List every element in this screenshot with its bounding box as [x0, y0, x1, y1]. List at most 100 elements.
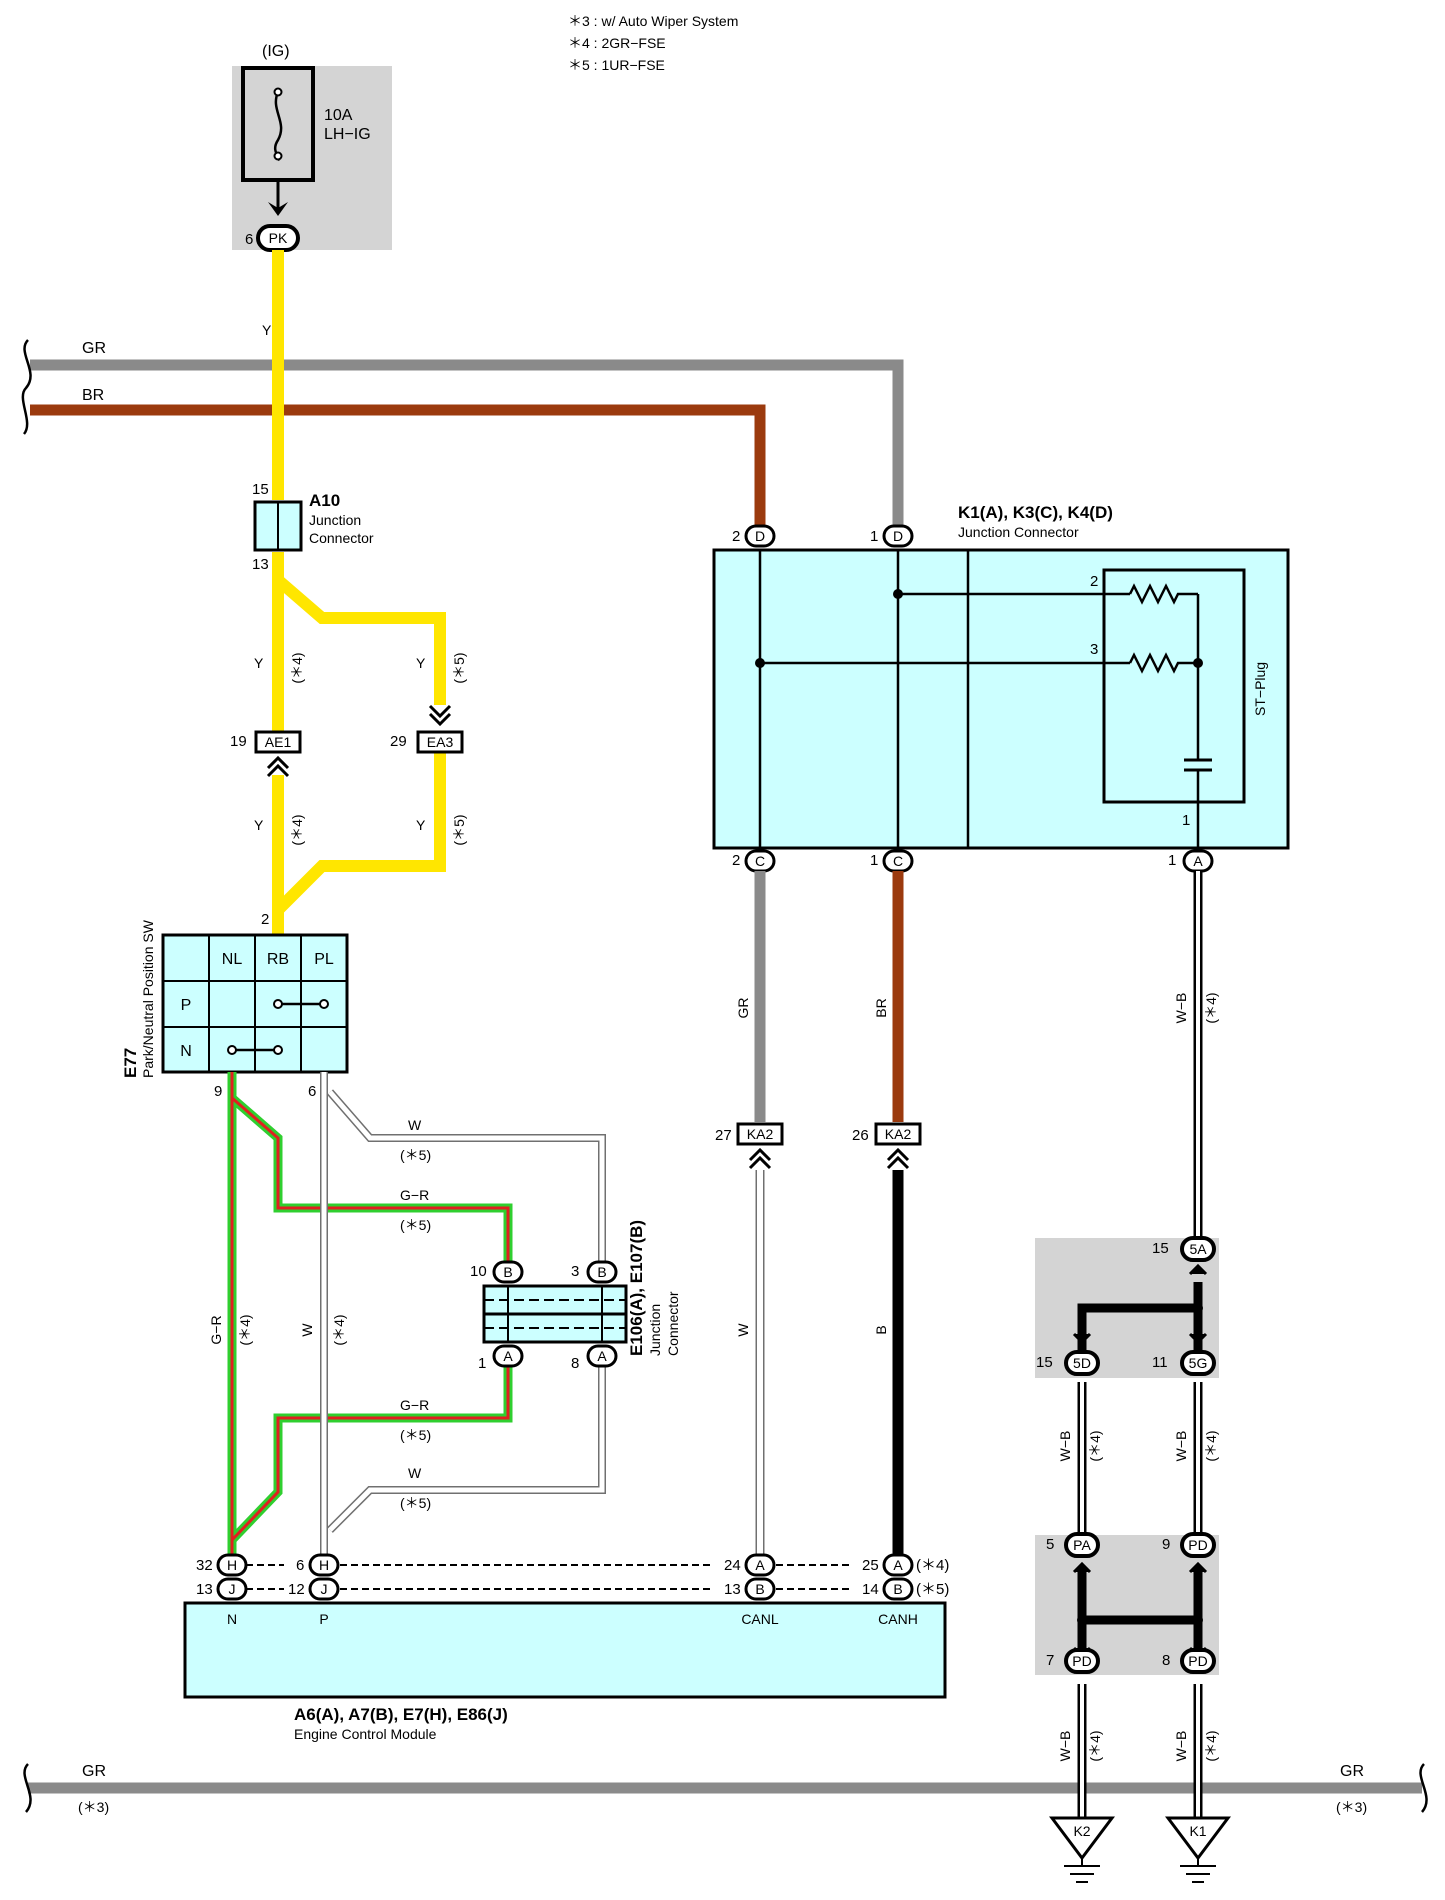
e77-name: Park/Neutral Position SW [140, 919, 156, 1078]
a10-pin-bottom: 13 [252, 556, 269, 573]
e77-col-rb: RB [267, 951, 289, 968]
splice-5a-pin: 15 [1152, 1240, 1169, 1257]
a10-pin-top: 15 [252, 481, 269, 498]
ka2-code-right: KA2 [885, 1126, 912, 1142]
ecm-pin-14: 14 [862, 1581, 879, 1598]
k1-bottom-pin-1c: 1 [870, 852, 878, 869]
ecm-pin-12: 12 [288, 1581, 305, 1598]
svg-text:A: A [1193, 853, 1203, 869]
wb-wires: W−B (＊4) W−B (＊4) W−B (＊4) W−B (＊4) W−B … [1057, 871, 1219, 1818]
gr-wires: G−R (＊4) G−R (＊5) G−R (＊5) [208, 1072, 513, 1568]
wire-label-gr-bottom: G−R [400, 1397, 429, 1413]
br-bus-top [30, 404, 766, 540]
ecm-title: Engine Control Module [294, 1726, 437, 1742]
break-mark-bottom-right [1419, 1763, 1428, 1813]
wire-label-wb-4: W−B [1057, 1731, 1073, 1762]
svg-text:H: H [319, 1557, 329, 1573]
svg-text:H: H [227, 1557, 237, 1573]
k1-res-pin-3: 3 [1090, 641, 1098, 658]
wire-label-w-bottom: W [408, 1465, 422, 1481]
fuse-name: LH−IG [324, 126, 371, 143]
ecm-pin-25: 25 [862, 1557, 879, 1574]
wire-note-5-gr-bottom: (＊5) [400, 1427, 431, 1443]
ecm-pin-6: 6 [296, 1557, 304, 1574]
ae1-code: AE1 [265, 734, 292, 750]
e106-junction-connector: 10 B 3 B 1 A 8 A E106(A), E107(B) Juncti… [470, 1220, 681, 1372]
splice-pd-1 [1180, 1532, 1216, 1558]
svg-text:PD: PD [1188, 1653, 1207, 1669]
wire-label-wb-2: W−B [1057, 1431, 1073, 1462]
splice-pa-pin: 5 [1046, 1536, 1054, 1553]
gr-bus-bottom-label: GR [82, 1763, 106, 1780]
break-mark-top [21, 339, 32, 435]
splice-5d [1064, 1350, 1100, 1376]
svg-text:K1: K1 [1189, 1823, 1206, 1839]
note-3: ＊3 : w/ Auto Wiper System [568, 13, 738, 29]
svg-text:B: B [597, 1264, 606, 1280]
wire-label-wb-5: W−B [1173, 1731, 1189, 1762]
svg-text:J: J [321, 1581, 328, 1597]
ground-k2-icon [1049, 1816, 1115, 1861]
resistor-icon-1 [1128, 583, 1198, 605]
white-wires: W (＊4) W (＊5) W (＊5) [299, 1072, 606, 1568]
svg-text:A: A [597, 1348, 607, 1364]
wire-label-y-2: Y [254, 655, 264, 671]
gr-bus-bottom-right-note: (＊3) [1336, 1799, 1367, 1815]
k1-junction-connector: K1(A), K3(C), K4(D) Junction Connector 2… [712, 503, 1290, 873]
splice-pd-pin-8: 8 [1162, 1652, 1170, 1669]
ecm-pin-13: 13 [196, 1581, 213, 1598]
k1-code: K1(A), K3(C), K4(D) [958, 503, 1113, 522]
ka2-pin-27: 27 [715, 1127, 732, 1144]
e106-pin-3: 3 [571, 1263, 579, 1280]
wire-label-b-can: B [873, 1325, 889, 1334]
wire-note-4-gr: (＊4) [237, 1314, 253, 1345]
gr-bus-label: GR [82, 340, 106, 357]
e106-pin-1: 1 [478, 1355, 486, 1372]
e77-code: E77 [121, 1048, 140, 1078]
svg-text:B: B [503, 1264, 512, 1280]
wire-label-y-4: Y [254, 817, 264, 833]
svg-text:PA: PA [1073, 1537, 1091, 1553]
ea3-chevron-icon [428, 704, 452, 727]
fuse: (IG) 10A LH−IG 6 PK [241, 43, 371, 252]
splice-pa [1064, 1532, 1100, 1558]
wire-note-5-w-bottom: (＊5) [400, 1495, 431, 1511]
svg-text:5A: 5A [1189, 1241, 1207, 1257]
engine-control-module: 32 H 6 H 24 A 25 A (＊4) 13 J 12 J 13 B 1… [183, 1553, 949, 1742]
wire-label-w-can: W [735, 1323, 751, 1337]
svg-text:A: A [755, 1557, 765, 1573]
wire-label-y-5: Y [416, 817, 426, 833]
wire-note-4b: (＊4) [289, 814, 305, 845]
ae1-connector: 19 AE1 [230, 730, 302, 778]
svg-text:A: A [503, 1348, 513, 1364]
wire-note-4-wb-4: (＊4) [1087, 1730, 1103, 1761]
svg-text:C: C [755, 853, 765, 869]
e106-title-2: Connector [665, 1291, 681, 1356]
e77-col-pl: PL [314, 951, 334, 968]
fuse-source: (IG) [262, 43, 290, 60]
grounds: K2 K1 [1049, 1816, 1231, 1883]
ground-k1: K1 [1165, 1816, 1231, 1883]
e106-pin-10: 10 [470, 1263, 487, 1280]
ae1-chevron-icon [266, 755, 290, 778]
e77-pin-in: 2 [261, 911, 269, 928]
splice-5g-pin: 11 [1152, 1354, 1168, 1371]
ecm-term-canl: CANL [741, 1611, 779, 1627]
a10-junction-connector: 15 13 A10 Junction Connector [252, 481, 374, 573]
ecm-pin-13b: 13 [724, 1581, 741, 1598]
svg-text:B: B [755, 1581, 764, 1597]
wire-label-gr-top: G−R [400, 1187, 429, 1203]
k1-res-pin-2: 2 [1090, 573, 1098, 590]
svg-text:PD: PD [1072, 1653, 1091, 1669]
ea3-pin: 29 [390, 733, 407, 750]
fuse-connector-code: PK [269, 230, 288, 246]
can-wires: GR BR 27 KA2 26 KA2 W B [715, 871, 922, 1562]
splice-pd-2 [1064, 1648, 1100, 1674]
ka2-chevron-right-icon [886, 1147, 910, 1170]
break-mark-bottom-left [23, 1763, 32, 1813]
top-buses: GR BR [21, 339, 904, 540]
ecm-term-p: P [319, 1611, 328, 1627]
wire-note-4-wb-2: (＊4) [1087, 1430, 1103, 1461]
e77-pin-n: 9 [214, 1083, 222, 1100]
e77-row-n: N [180, 1043, 192, 1060]
